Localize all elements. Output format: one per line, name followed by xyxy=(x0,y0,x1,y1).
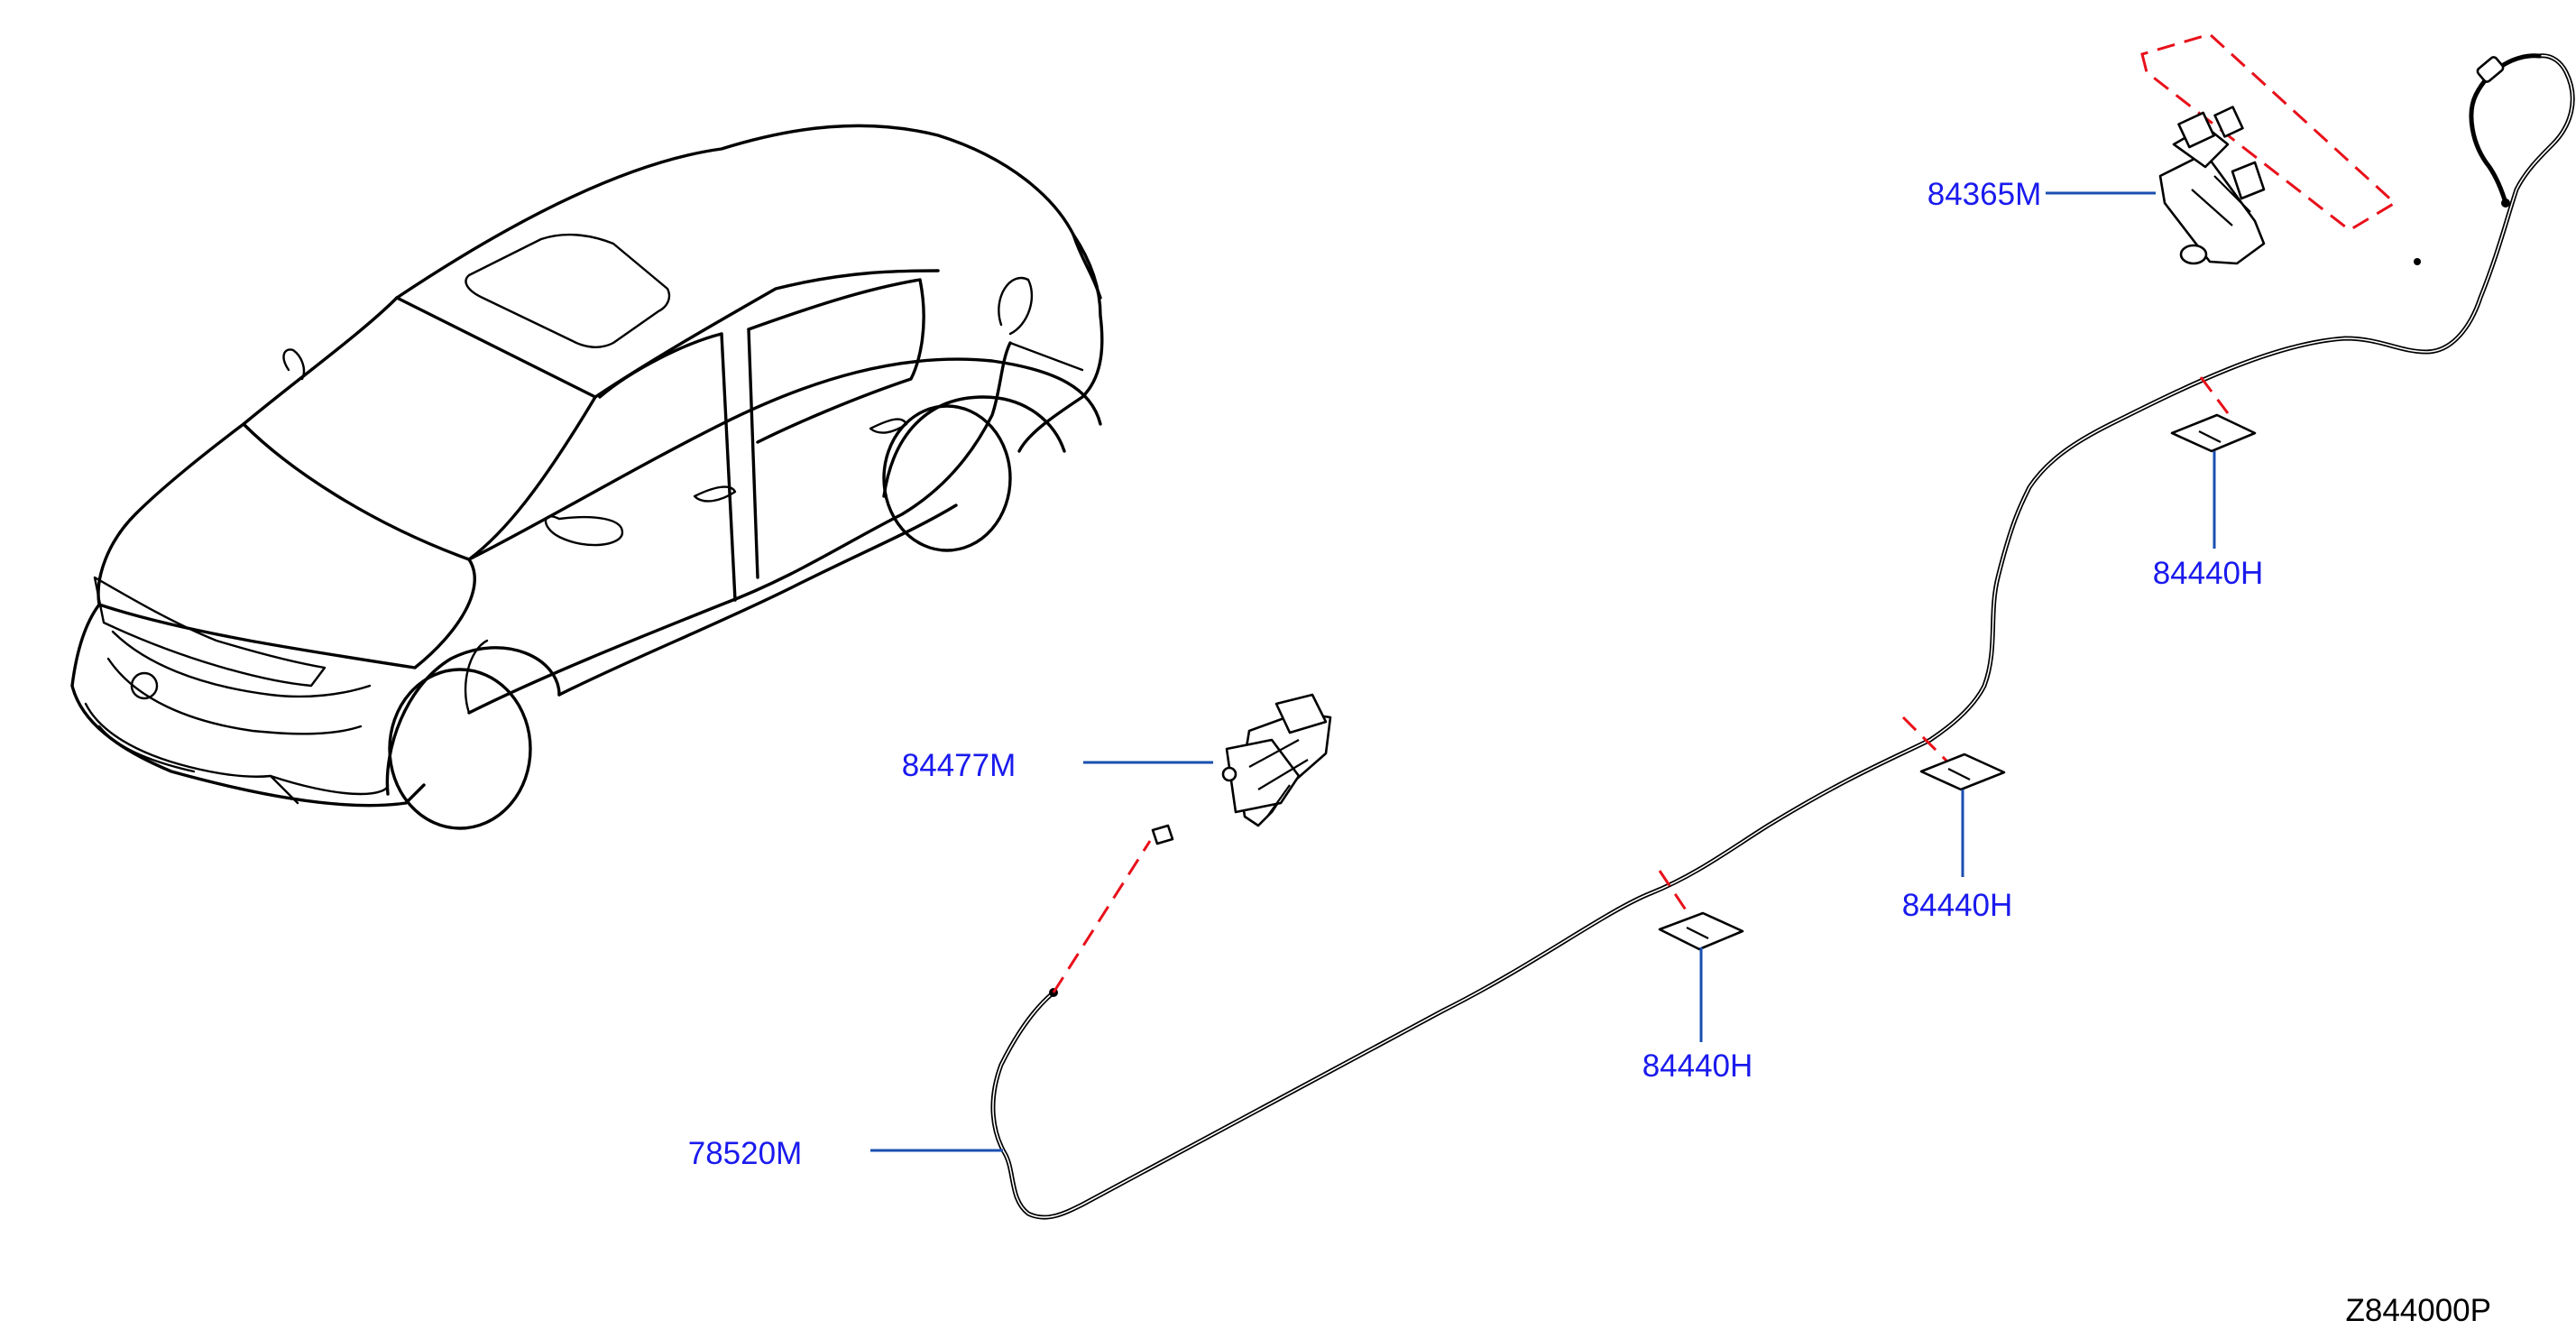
cable-clip-illustration-2 xyxy=(1919,753,2006,791)
vehicle-illustration xyxy=(70,124,1104,830)
cable-clip-illustration-1 xyxy=(2170,413,2257,453)
trunk-opener-cable xyxy=(990,53,2575,1220)
part-label-84440h-1[interactable]: 84440H xyxy=(2153,556,2264,591)
trunk-release-lever-illustration xyxy=(1151,693,1332,845)
connection-lines xyxy=(1052,32,2397,993)
diagram-code: Z844000P xyxy=(2345,1293,2491,1328)
part-label-84440h-2[interactable]: 84440H xyxy=(1902,888,2013,923)
trunk-opener-actuator-illustration xyxy=(2158,106,2266,265)
part-label-84477m[interactable]: 84477M xyxy=(902,748,1016,783)
part-labels: 84365M 84477M 78520M 84440H 84440H 84440… xyxy=(688,177,2264,1171)
cable-clip-illustration-3 xyxy=(1658,911,1744,951)
part-label-84365m[interactable]: 84365M xyxy=(1927,177,2041,212)
part-label-78520m[interactable]: 78520M xyxy=(688,1136,802,1171)
leader-lines xyxy=(870,191,2216,1152)
part-label-84440h-3[interactable]: 84440H xyxy=(1642,1048,1753,1084)
